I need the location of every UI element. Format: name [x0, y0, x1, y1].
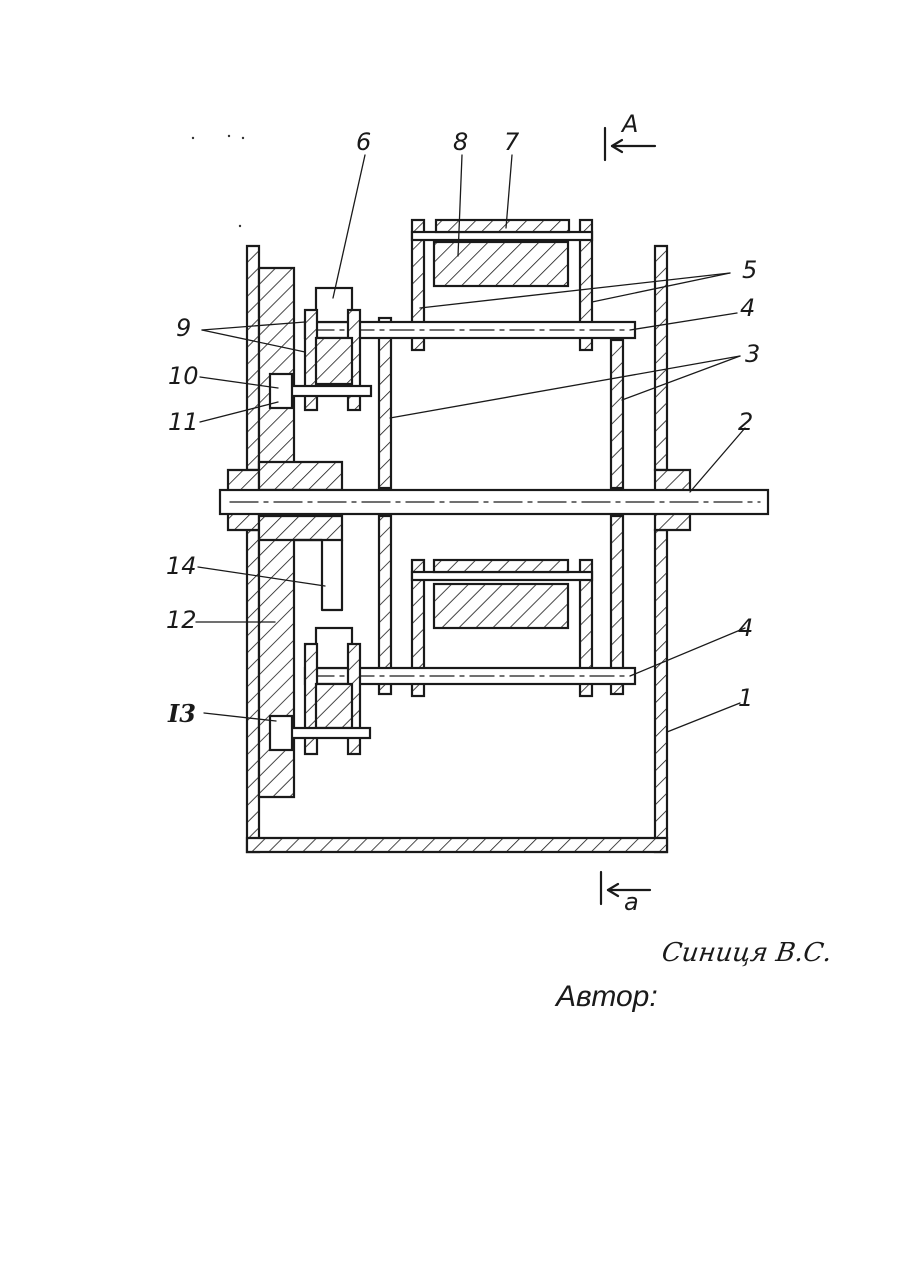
section-marker-top: A [605, 110, 655, 160]
stray-marks [192, 135, 244, 227]
author-label: Автор: [556, 980, 658, 1014]
label-4-lower: 4 [738, 614, 753, 642]
label-1: 1 [738, 684, 753, 712]
label-2: 2 [738, 408, 753, 436]
svg-text:a: a [624, 888, 639, 916]
author-signature: Синиця В.С. [660, 938, 834, 968]
label-6: 6 [356, 128, 371, 156]
label-7: 7 [504, 128, 520, 156]
label-12: 12 [166, 606, 197, 634]
section-marker-bottom: a [601, 872, 650, 916]
label-9: 9 [176, 314, 191, 342]
main-shaft [220, 490, 768, 514]
label-11: 11 [168, 408, 199, 436]
label-4-upper: 4 [740, 294, 755, 322]
label-14: 14 [166, 552, 197, 580]
label-5: 5 [742, 256, 757, 284]
label-13: I3 [167, 699, 196, 728]
svg-text:A: A [620, 110, 638, 138]
label-10: 10 [168, 362, 199, 390]
label-8: 8 [453, 128, 468, 156]
label-3: 3 [745, 340, 760, 368]
